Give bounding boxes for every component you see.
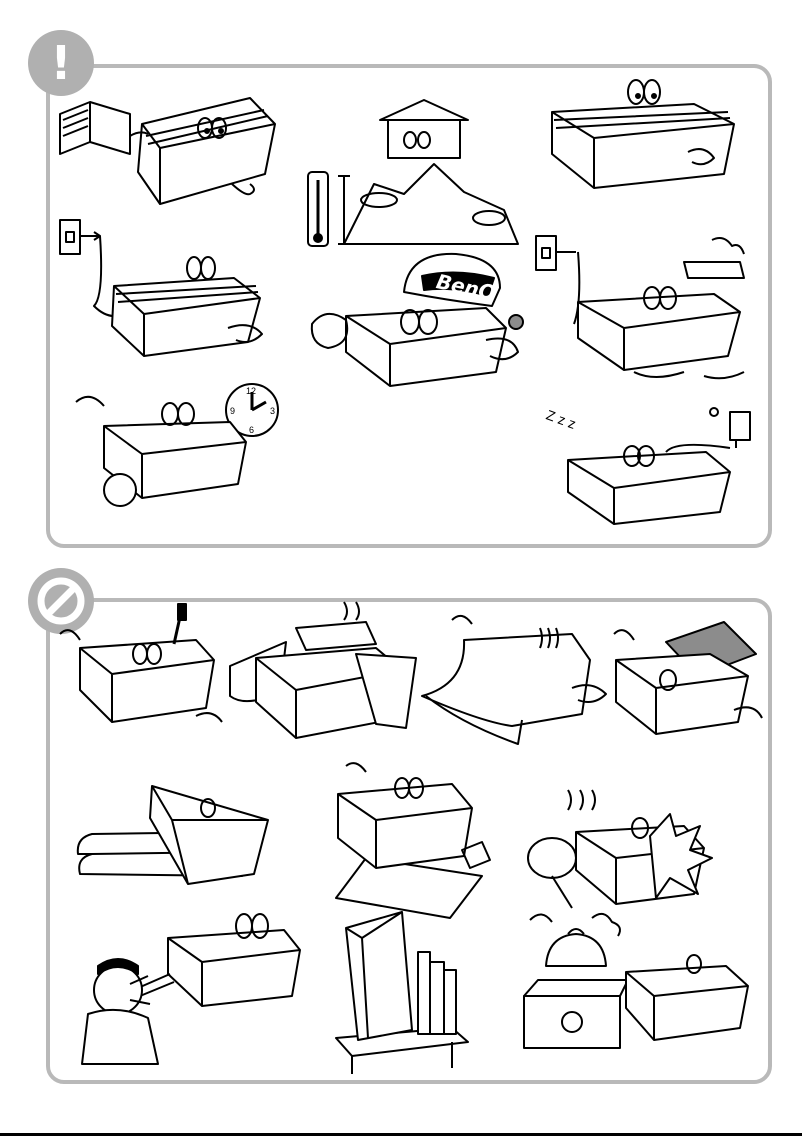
illus-altitude-temperature (307, 99, 519, 247)
illus-block-airflow-heat (527, 789, 713, 909)
clock-9: 9 (230, 406, 235, 416)
illus-cloth-over (421, 614, 607, 745)
prohibited-badge (28, 568, 94, 634)
illus-cover-vents (229, 601, 417, 739)
illus-vertical-stand (335, 911, 469, 1074)
illus-unplug-humid (535, 235, 745, 380)
illus-cooldown-clock: 12 3 6 9 (75, 383, 279, 507)
illus-soft-surface-tilt (76, 785, 269, 885)
illus-heat-source (523, 912, 749, 1049)
caution-badge: ! (28, 30, 94, 96)
sleep-z: Z z z (544, 407, 578, 432)
exclamation-icon: ! (50, 36, 72, 90)
illus-sleep-unplug: Z z z (544, 407, 751, 525)
illus-unstable-tilt (335, 762, 491, 919)
illus-screwdriver-disassemble (59, 603, 223, 723)
prohibited-icon (37, 577, 85, 625)
illus-read-manual (59, 97, 276, 205)
illus-flat-surface (551, 79, 735, 189)
clock-3: 3 (270, 406, 275, 416)
illus-look-into-lens (81, 913, 301, 1065)
illus-brand-cap: BenQ (310, 252, 524, 387)
clock-6: 6 (249, 425, 254, 435)
page-bottom-rule (0, 1133, 802, 1136)
clock-12: 12 (246, 386, 256, 396)
illus-power-plug (59, 219, 263, 357)
illus-object-on-top (613, 621, 763, 735)
